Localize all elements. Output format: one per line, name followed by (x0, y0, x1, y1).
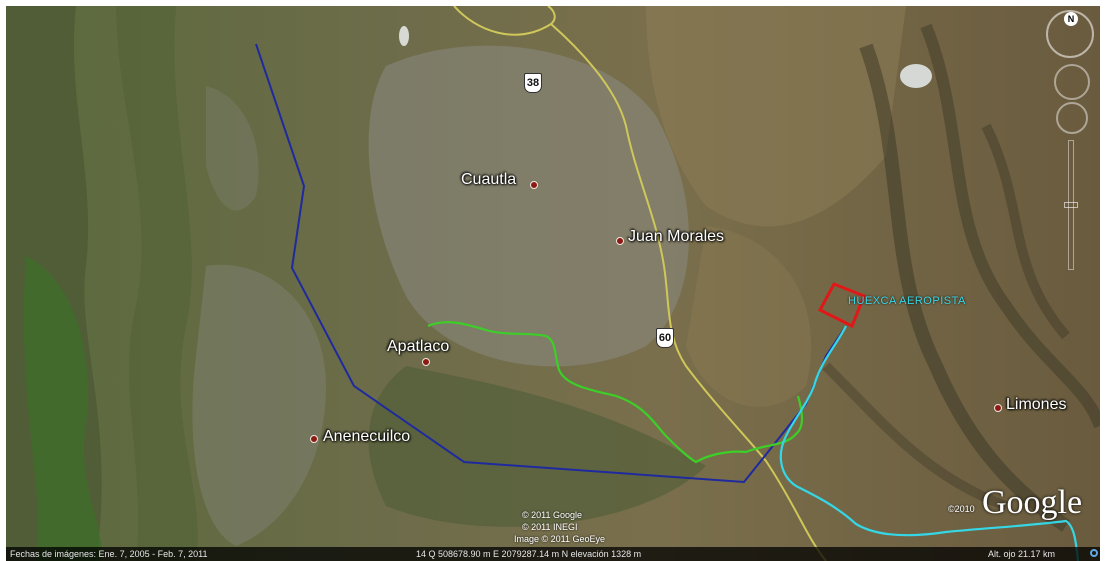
search-icon[interactable] (1090, 549, 1098, 557)
imagery-dates: Fechas de imágenes: Ene. 7, 2005 - Feb. … (10, 549, 208, 559)
juan-morales-pin[interactable] (616, 237, 624, 245)
highway-60-shield: 60 (656, 328, 674, 348)
map-viewport[interactable]: Cuautla Juan Morales Apatlaco Anenecuilc… (6, 6, 1100, 561)
zoom-slider-icon[interactable] (1068, 140, 1074, 270)
juan-morales-label: Juan Morales (628, 228, 725, 245)
zoom-slider-handle[interactable] (1064, 202, 1078, 208)
cuautla-pin[interactable] (530, 181, 538, 189)
highway-38-shield: 38 (524, 73, 542, 93)
anenecuilco-label: Anenecuilco (323, 428, 411, 445)
apatlaco-label: Apatlaco (387, 338, 450, 355)
eye-altitude: Alt. ojo 21.17 km (988, 549, 1056, 559)
satellite-imagery (6, 6, 1100, 561)
credit-inegi: © 2011 INEGI (522, 522, 578, 532)
apatlaco-pin[interactable] (422, 358, 430, 366)
credit-geoeye: Image © 2011 GeoEye (514, 534, 606, 544)
status-bar: Fechas de imágenes: Ene. 7, 2005 - Feb. … (6, 547, 1100, 561)
compass-north-letter[interactable]: N (1064, 12, 1078, 26)
limones-pin[interactable] (994, 404, 1002, 412)
cuautla-label: Cuautla (461, 171, 517, 188)
airport-outline (817, 282, 866, 329)
blue-route (255, 43, 847, 484)
look-joystick-icon[interactable] (1054, 64, 1090, 100)
google-logo: Google (982, 484, 1083, 521)
limones-label: Limones (1006, 396, 1067, 413)
credit-google: © 2011 Google (522, 510, 583, 520)
route-overlays (255, 6, 1080, 561)
north-compass-icon[interactable] (1046, 10, 1094, 58)
cyan-route (779, 325, 1080, 561)
anenecuilco-pin[interactable] (310, 435, 318, 443)
google-copyright-year: ©2010 (948, 504, 975, 514)
yellow-highway (453, 6, 827, 561)
move-joystick-icon[interactable] (1056, 102, 1088, 134)
green-route (427, 321, 803, 464)
airport-label[interactable]: HUEXCA AEROPISTA (848, 295, 966, 307)
pointer-coordinates: 14 Q 508678.90 m E 2079287.14 m N elevac… (416, 549, 642, 559)
